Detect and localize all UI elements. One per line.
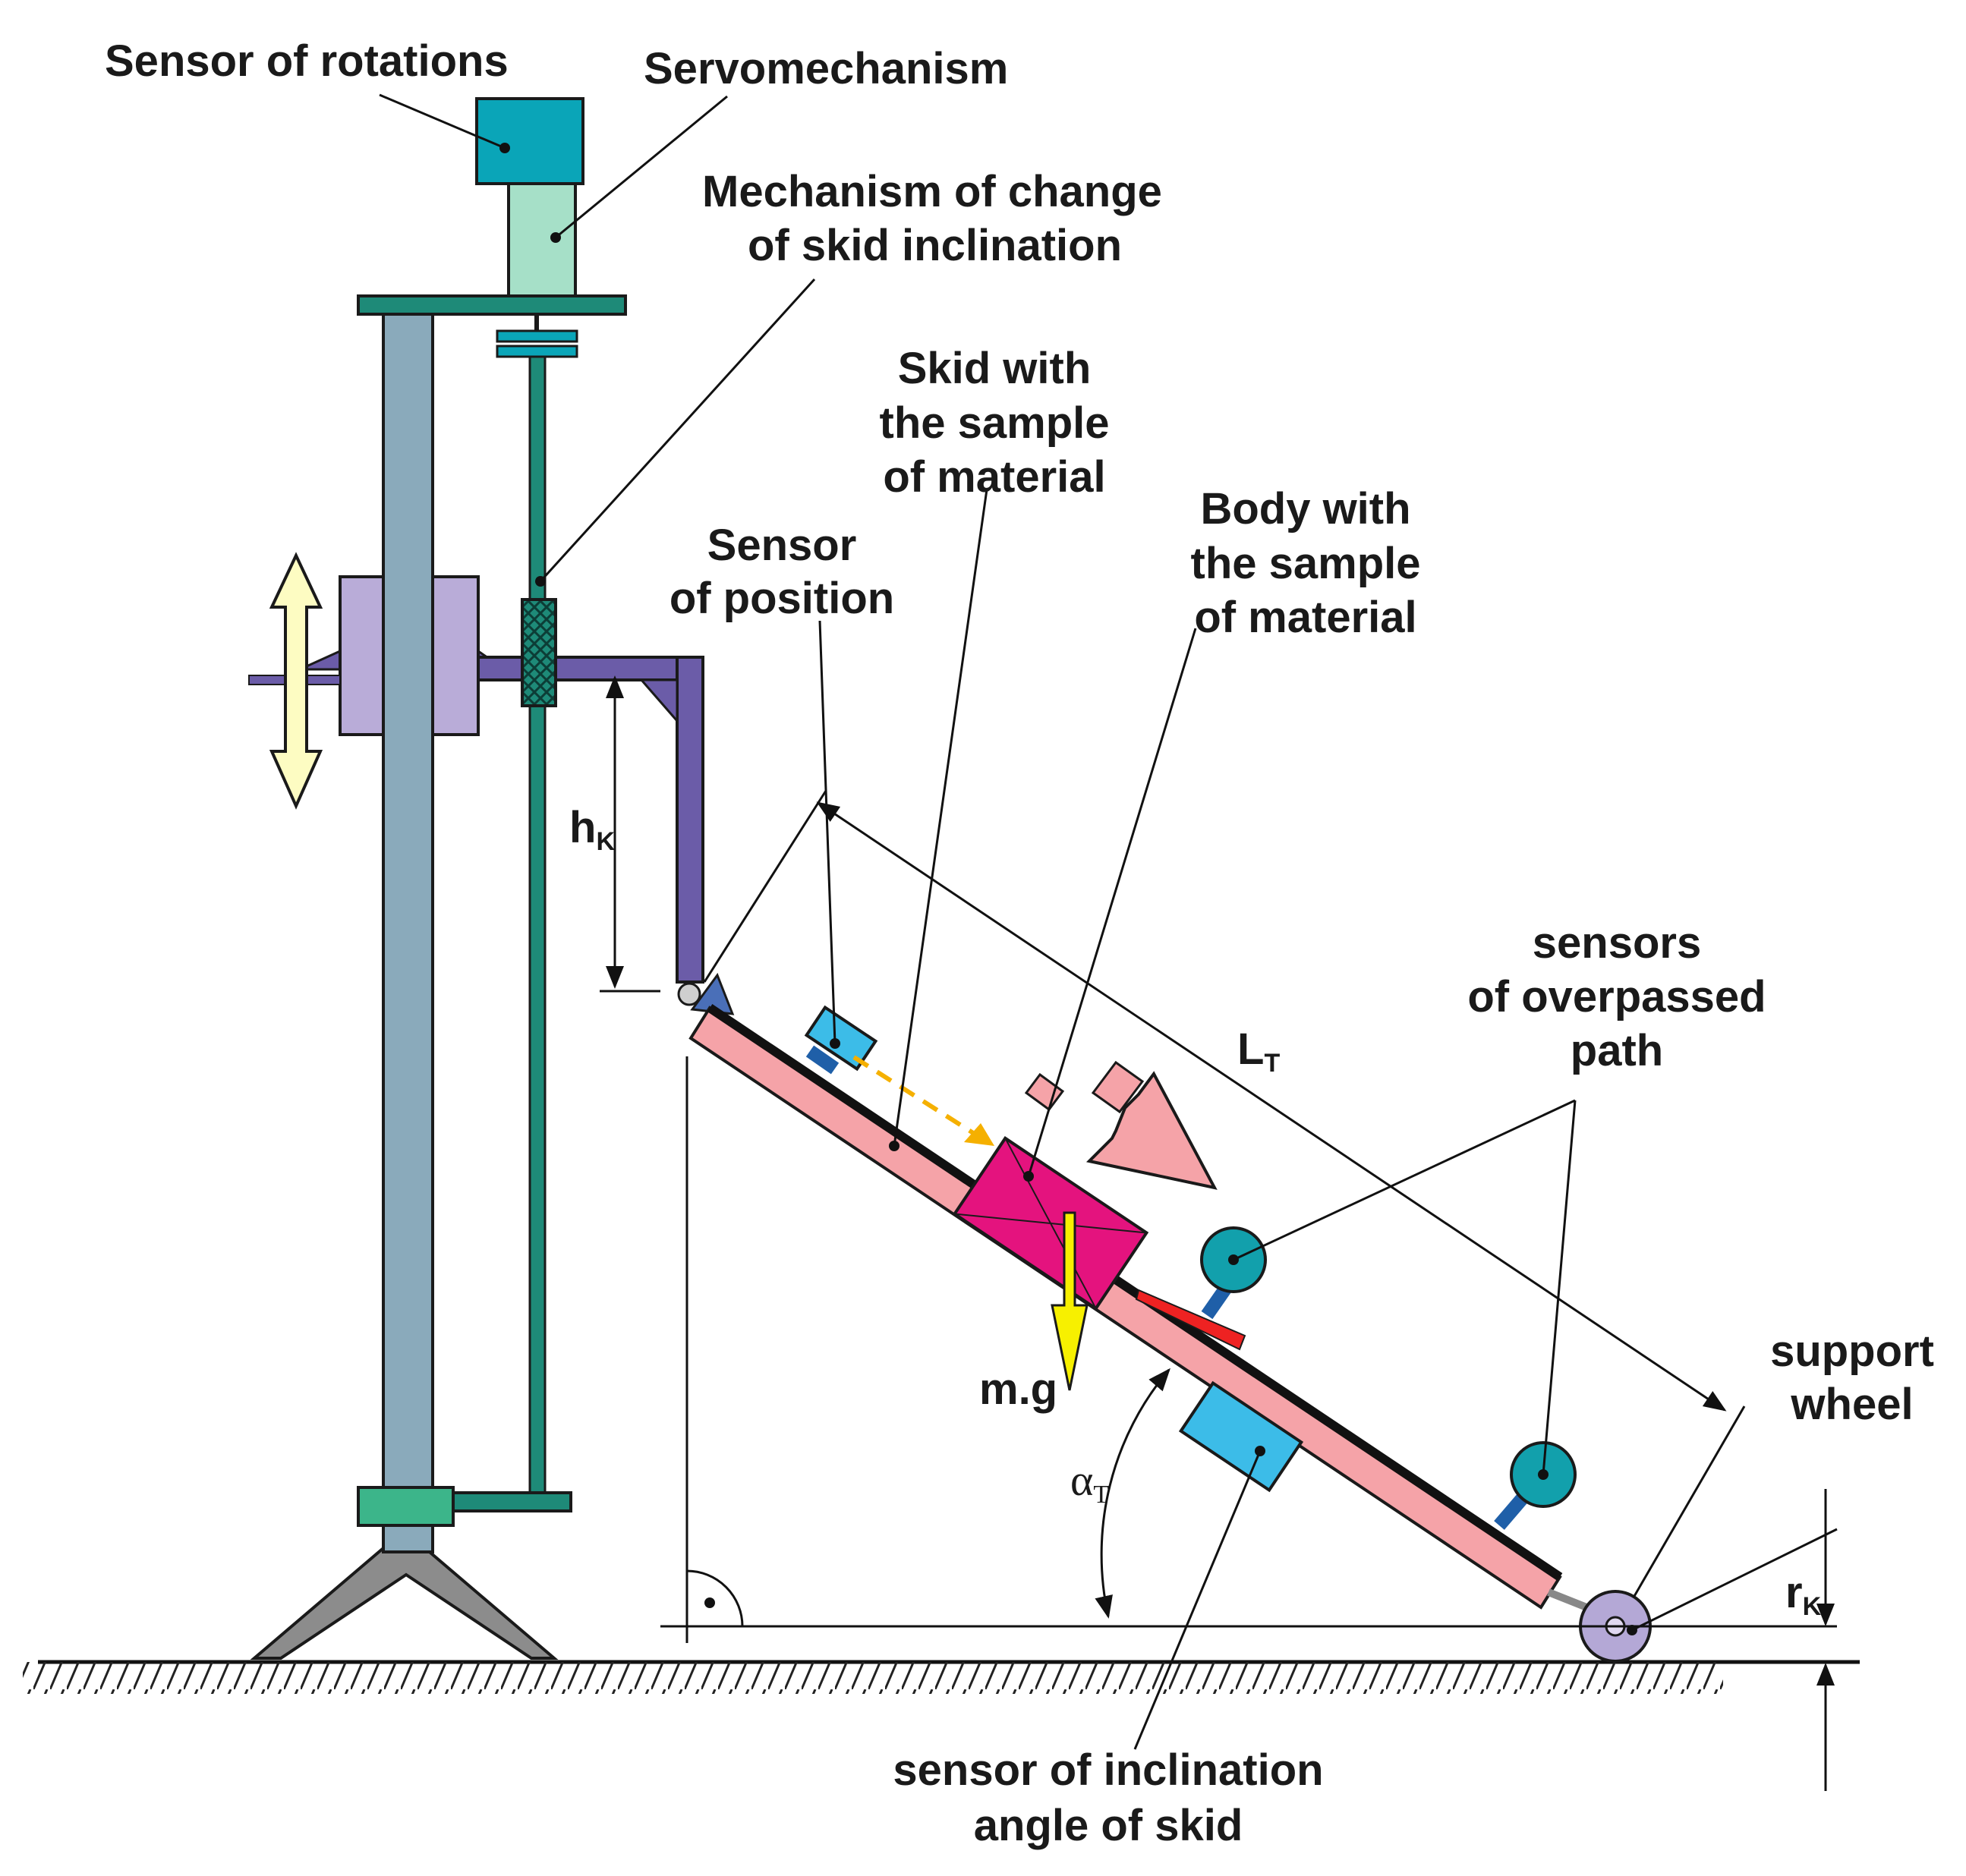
label-mechanism: Mechanism of change of skid inclination (702, 167, 1162, 270)
threaded-rod (528, 355, 547, 1495)
symbol-r: rK (1785, 1568, 1822, 1621)
label-skid: Skid with the sample of material (880, 344, 1110, 502)
svg-text:Body with: Body with (1200, 484, 1410, 534)
symbol-mg: m.g (979, 1365, 1057, 1414)
svg-text:of material: of material (883, 452, 1105, 502)
svg-text:of skid inclination: of skid inclination (748, 221, 1122, 270)
coupling (496, 314, 578, 358)
top-plate (357, 294, 627, 316)
label-sensors-of-path: sensors of overpassed path (1467, 918, 1766, 1075)
leader-lines (379, 93, 1838, 1750)
vertical-motion-arrow (269, 552, 323, 810)
svg-text:the sample: the sample (880, 398, 1110, 448)
label-servomechanism: Servomechanism (644, 44, 1008, 93)
right-angle-mark (686, 1569, 744, 1627)
bottom-bracket (357, 1486, 572, 1527)
servomechanism (507, 181, 577, 297)
angle-arc (1095, 1368, 1170, 1619)
symbol-h: hK (569, 803, 615, 856)
svg-text:the sample: the sample (1191, 539, 1421, 588)
inclination-mechanism-nut (521, 598, 557, 707)
label-sensor-of-rotations: Sensor of rotations (105, 36, 509, 86)
svg-text:of material: of material (1194, 593, 1416, 642)
sensor-of-position (804, 1005, 878, 1075)
h-dimension (600, 675, 660, 993)
main-column (382, 312, 434, 1553)
sensor-of-rotations (475, 97, 584, 185)
tripod-base (250, 1547, 559, 1660)
sliding-direction-arrow (1024, 1060, 1218, 1190)
svg-text:Mechanism of change: Mechanism of change (702, 167, 1162, 216)
svg-text:wheel: wheel (1790, 1380, 1913, 1429)
svg-text:support: support (1770, 1327, 1934, 1376)
symbol-l: LT (1237, 1025, 1280, 1078)
svg-text:sensor of inclination: sensor of inclination (893, 1745, 1323, 1795)
svg-text:angle of skid: angle of skid (974, 1801, 1243, 1850)
position-beam-tip (964, 1123, 994, 1146)
symbol-alpha: αT (1070, 1456, 1109, 1509)
l-dimension (703, 790, 1746, 1598)
svg-text:sensors: sensors (1533, 918, 1701, 968)
svg-text:of position: of position (670, 574, 894, 623)
arm (477, 656, 704, 984)
svg-text:Skid with: Skid with (898, 344, 1092, 393)
svg-text:Sensor: Sensor (707, 521, 857, 570)
label-body: Body with the sample of material (1191, 484, 1421, 642)
svg-text:path: path (1571, 1026, 1663, 1075)
right-angle-dot (704, 1597, 715, 1608)
path-sensor-2 (1494, 1441, 1577, 1530)
ground (23, 1660, 1860, 1694)
label-support-wheel: support wheel (1770, 1327, 1934, 1429)
path-sensor-1 (1200, 1226, 1267, 1320)
label-sensor-of-position: Sensor of position (670, 521, 894, 623)
svg-text:of overpassed: of overpassed (1467, 972, 1766, 1021)
label-inclination-sensor: sensor of inclination angle of skid (893, 1745, 1323, 1850)
